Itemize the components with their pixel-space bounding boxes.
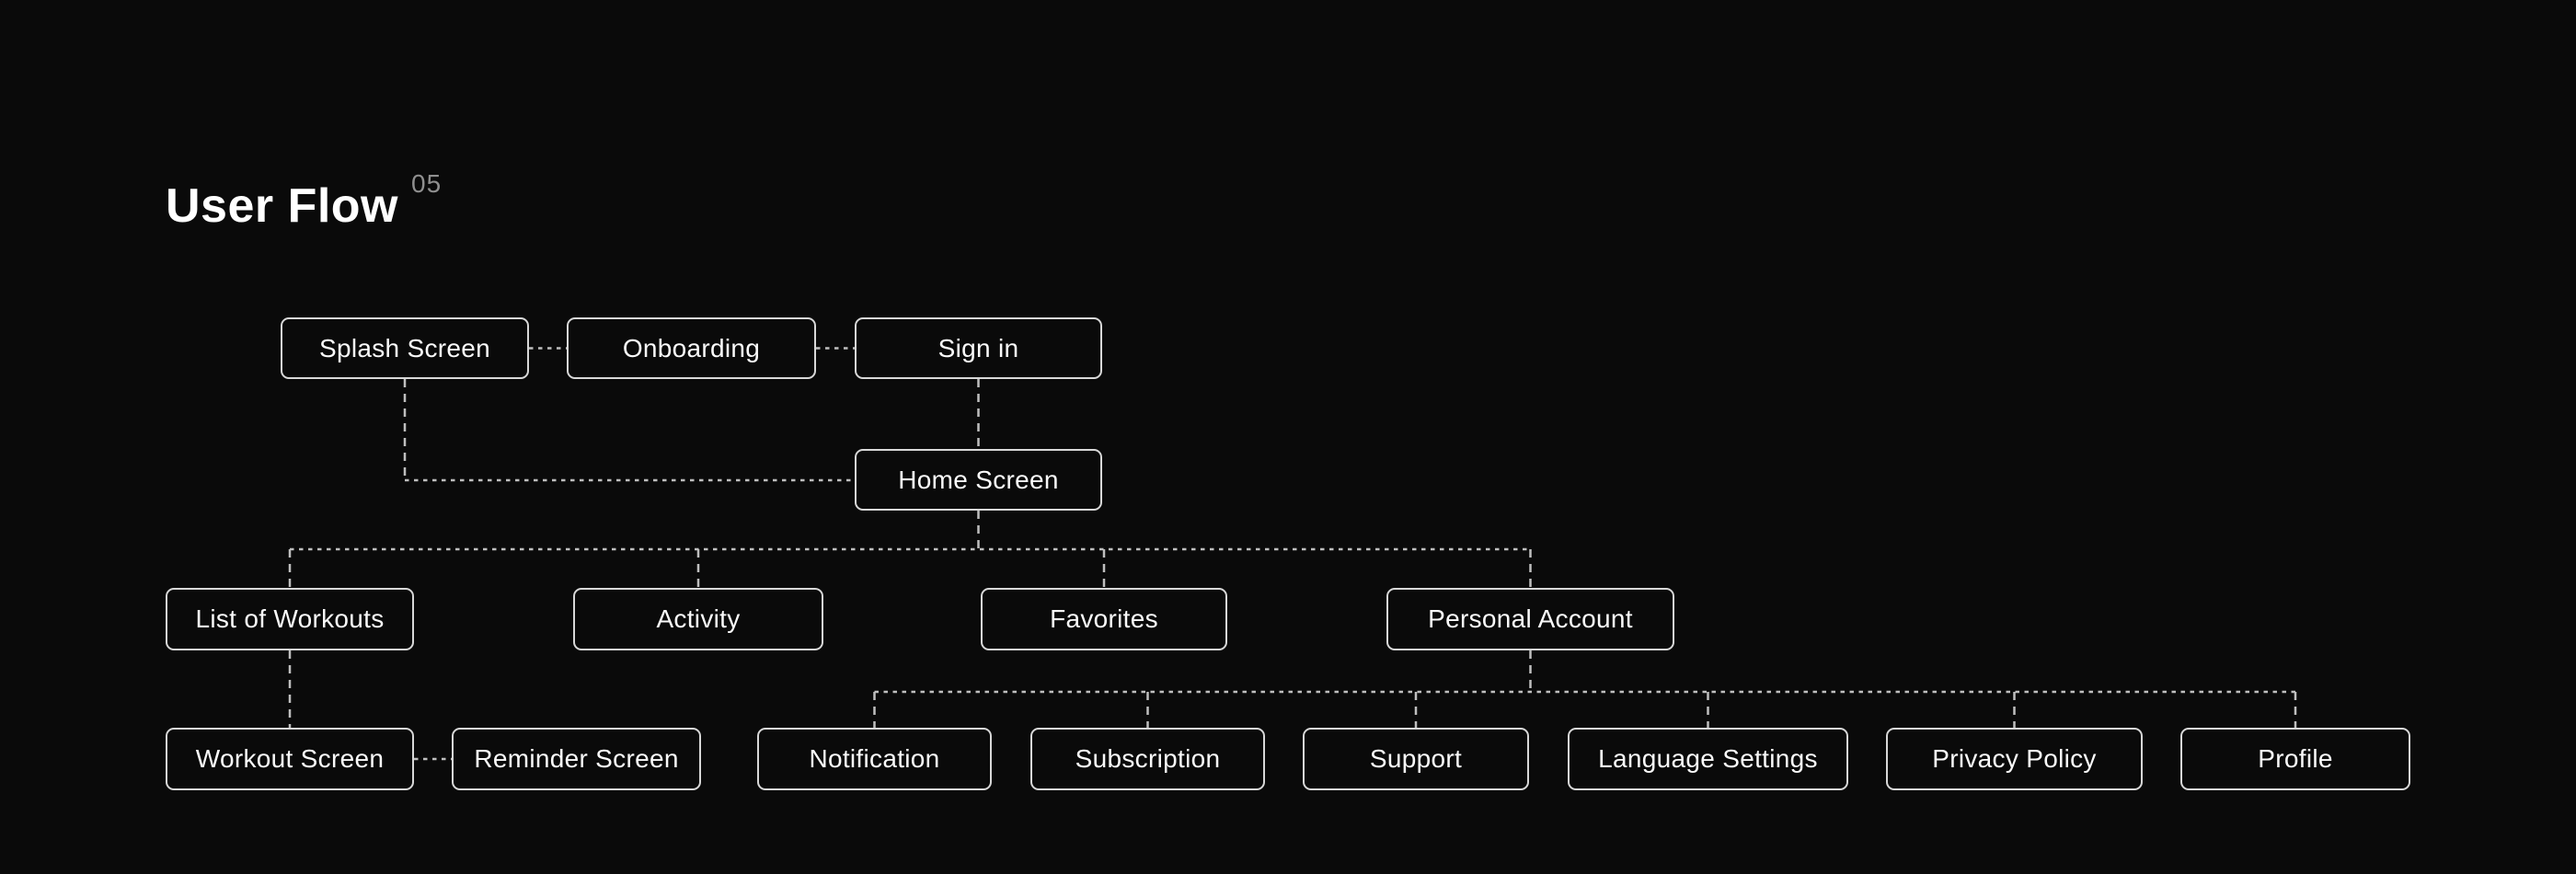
flow-node-splash-screen[interactable]: Splash Screen: [281, 317, 529, 379]
page-title-text: User Flow: [166, 179, 398, 233]
flow-node-notification[interactable]: Notification: [757, 728, 992, 790]
flow-node-onboarding[interactable]: Onboarding: [567, 317, 816, 379]
page-title-index: 05: [411, 169, 443, 198]
flow-node-support[interactable]: Support: [1303, 728, 1529, 790]
flow-node-home-screen[interactable]: Home Screen: [855, 449, 1102, 511]
flow-node-favorites[interactable]: Favorites: [981, 588, 1227, 650]
flow-node-profile[interactable]: Profile: [2180, 728, 2410, 790]
flow-node-privacy-policy[interactable]: Privacy Policy: [1886, 728, 2143, 790]
flow-node-subscription[interactable]: Subscription: [1030, 728, 1265, 790]
flow-node-personal-account[interactable]: Personal Account: [1386, 588, 1674, 650]
flow-node-activity[interactable]: Activity: [573, 588, 823, 650]
flow-node-language-settings[interactable]: Language Settings: [1568, 728, 1848, 790]
page-title: User Flow 05: [166, 169, 442, 234]
flow-node-list-of-workouts[interactable]: List of Workouts: [166, 588, 414, 650]
flow-node-sign-in[interactable]: Sign in: [855, 317, 1102, 379]
flow-node-reminder-screen[interactable]: Reminder Screen: [452, 728, 701, 790]
flow-node-workout-screen[interactable]: Workout Screen: [166, 728, 414, 790]
